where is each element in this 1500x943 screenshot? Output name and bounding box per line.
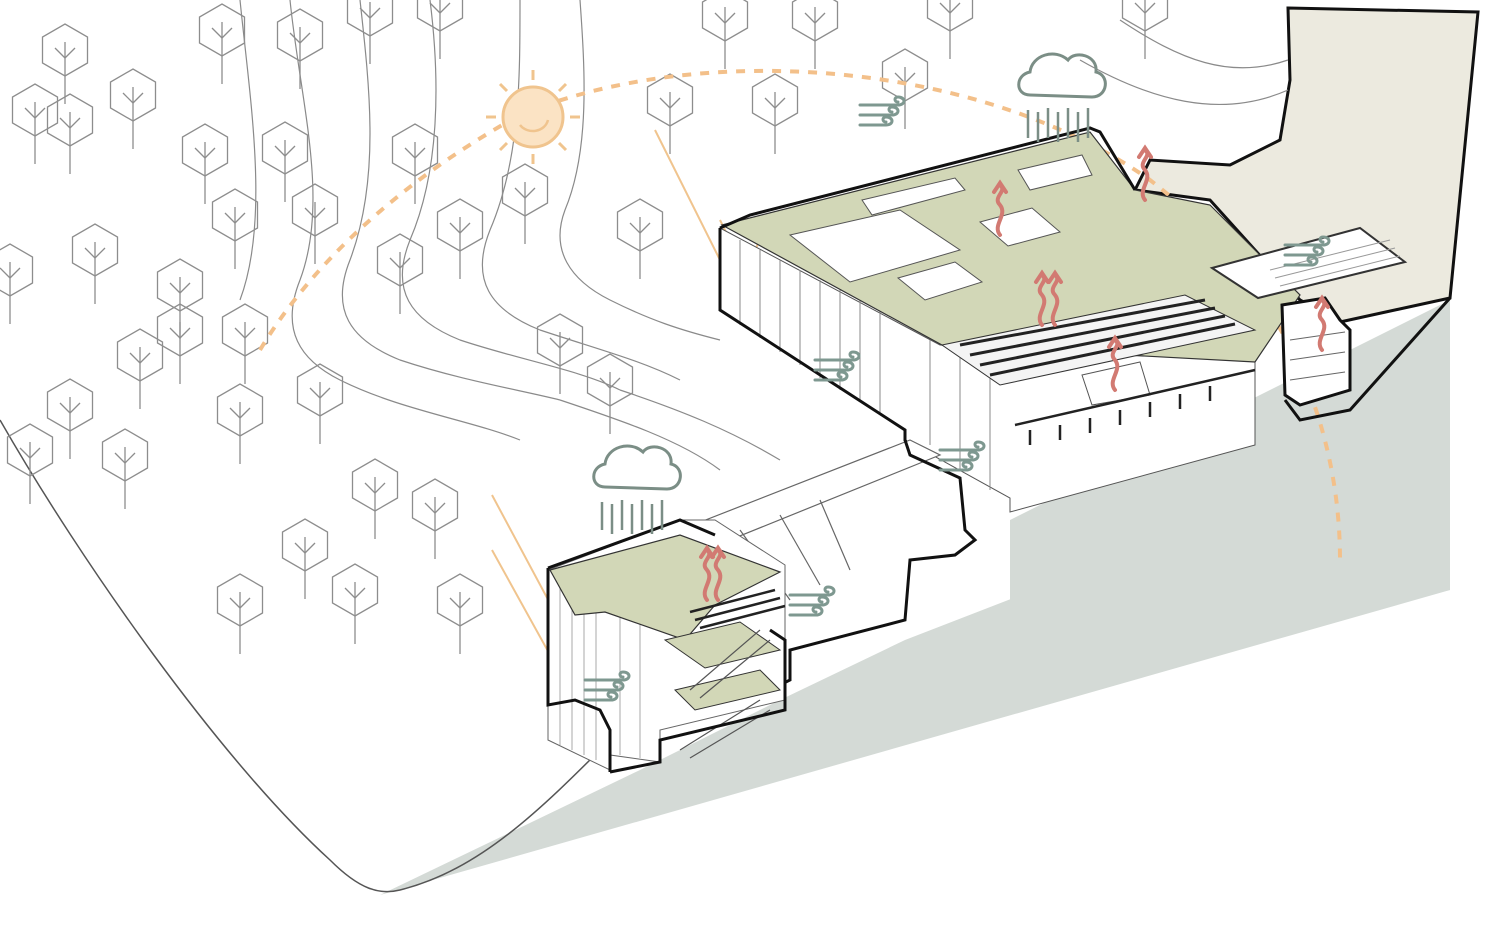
heat-rise-icon (699, 544, 715, 602)
stair-right-treads (1289, 331, 1346, 381)
tree-icon (536, 313, 584, 394)
heat-rise-icon (1047, 269, 1063, 327)
wind-icon (858, 95, 906, 127)
tree-icon (1121, 0, 1169, 59)
heat-rise-icon (1314, 294, 1330, 352)
tree-icon (926, 0, 974, 59)
tree-icon (221, 303, 269, 384)
ground-cut-line (719, 439, 978, 702)
tree-icon (646, 73, 694, 154)
roof-skylight-large (788, 209, 962, 283)
tree-icon (416, 0, 464, 59)
contour-lines (239, 0, 1289, 471)
ground-cut-line-right (1283, 297, 1452, 422)
wind-icon-group (583, 95, 1331, 702)
tree-icon (6, 423, 54, 504)
tree-icon (501, 163, 549, 244)
upper-ground (1132, 6, 1480, 324)
tower-skylight-slats (689, 588, 786, 630)
terrain-outline (0, 419, 611, 893)
tree-icon (791, 0, 839, 69)
heat-rise-icon (1137, 144, 1153, 202)
tree-icon (0, 243, 34, 324)
heat-rise-icon (1034, 269, 1050, 327)
tree-icon (198, 3, 246, 84)
tree-icon (116, 328, 164, 409)
tree-icon (291, 183, 339, 264)
tree-icon (281, 518, 329, 599)
heat-rise-group (699, 144, 1330, 602)
tree-icon (436, 198, 484, 279)
tree-icon (101, 428, 149, 509)
tree-icon (46, 378, 94, 459)
tree-icon (751, 73, 799, 154)
tree-icon (41, 23, 89, 104)
roof-volume-1 (861, 177, 966, 216)
heat-rise-icon (992, 179, 1008, 237)
wind-icon (813, 350, 861, 382)
tree-icon (109, 68, 157, 149)
cloud-rain-icon (1017, 52, 1107, 142)
tower-outline (546, 518, 787, 774)
tree-icon (331, 563, 379, 644)
tree-icon (411, 478, 459, 559)
tree-icon (296, 363, 344, 444)
wind-icon (938, 440, 986, 472)
tree-icon (156, 258, 204, 339)
heat-rise-icon (710, 544, 726, 602)
sun-icon (486, 70, 580, 164)
tree-icon (276, 8, 324, 89)
tree-icon (46, 93, 94, 174)
tree-icon (181, 123, 229, 204)
roof-volume-2 (896, 261, 984, 301)
tower-floor-2 (674, 669, 781, 711)
tower-building (546, 518, 787, 774)
tree-icon (391, 123, 439, 204)
tower-floor-1 (663, 621, 782, 669)
tree-icon (351, 458, 399, 539)
tree-field (0, 0, 1169, 654)
tower-green-roof (549, 534, 782, 641)
wind-icon (1283, 235, 1331, 267)
floor-beams (1014, 368, 1256, 445)
tree-icon (261, 121, 309, 202)
tree-icon (11, 83, 59, 164)
tree-icon (701, 0, 749, 69)
tree-icon (216, 383, 264, 464)
tree-icon (376, 233, 424, 314)
skylight-slats (959, 298, 1236, 377)
tree-icon (346, 0, 394, 64)
heat-rise-icon (1107, 334, 1123, 392)
tree-icon (71, 223, 119, 304)
tree-icon (216, 573, 264, 654)
tree-icon (586, 353, 634, 434)
roof-volume-4 (1017, 154, 1093, 191)
tree-icon (211, 188, 259, 269)
wind-icon (788, 585, 836, 617)
tree-icon (436, 573, 484, 654)
cloud-rain-icon (592, 444, 682, 534)
wind-icon (583, 670, 631, 702)
tree-icon (616, 198, 664, 279)
